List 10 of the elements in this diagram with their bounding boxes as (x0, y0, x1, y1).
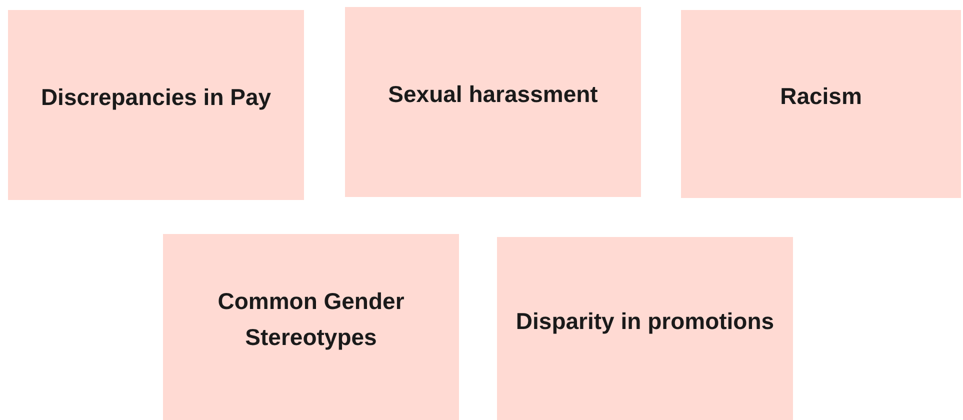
box-label: Common Gender Stereotypes (216, 287, 406, 352)
topic-box (681, 10, 961, 198)
box-label: Sexual harassment (388, 80, 598, 109)
topic-box (8, 10, 304, 200)
topic-box (345, 7, 641, 197)
box-label: Discrepancies in Pay (40, 83, 272, 112)
topic-box (497, 237, 793, 420)
box-label: Racism (780, 82, 862, 111)
topic-box (163, 234, 459, 420)
box-label: Disparity in promotions (516, 306, 774, 336)
